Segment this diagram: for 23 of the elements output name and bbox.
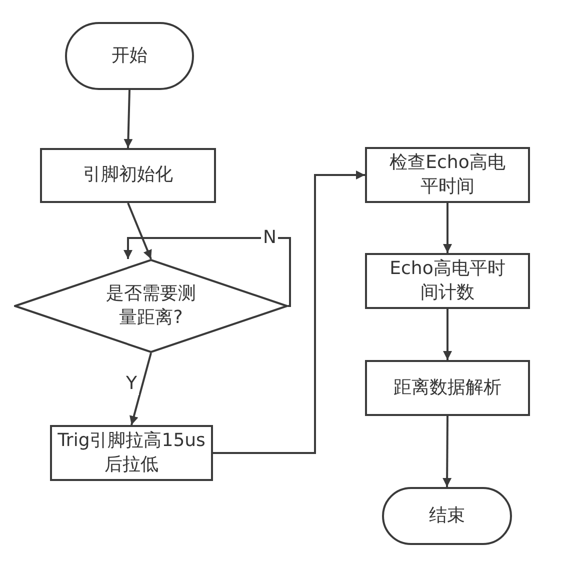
arrow xyxy=(442,416,452,487)
process-box xyxy=(365,253,530,309)
node-text: 引脚初始化 xyxy=(83,163,173,188)
decision-diamond xyxy=(14,259,288,353)
arrow xyxy=(213,170,365,454)
process-box xyxy=(50,425,213,481)
arrow xyxy=(127,202,152,260)
node-text: 开始 xyxy=(112,44,148,68)
arrow xyxy=(130,352,152,426)
process-box xyxy=(365,147,530,203)
node-text: Echo高电平时间计数 xyxy=(388,256,506,305)
node-text: 是否需要测量距离? xyxy=(105,282,197,330)
node-text: Trig引脚拉高15us后拉低 xyxy=(56,428,206,477)
node-text: 结束 xyxy=(429,504,465,528)
node-text: 距离数据解析 xyxy=(394,376,502,400)
arrow xyxy=(124,237,291,307)
edge-label: Y xyxy=(124,373,139,395)
arrow xyxy=(443,309,452,360)
process-box xyxy=(365,360,530,416)
node-text: 检查Echo高电平时间 xyxy=(388,150,506,199)
arrow xyxy=(124,90,133,148)
arrow xyxy=(443,203,452,253)
process-box xyxy=(40,148,216,203)
